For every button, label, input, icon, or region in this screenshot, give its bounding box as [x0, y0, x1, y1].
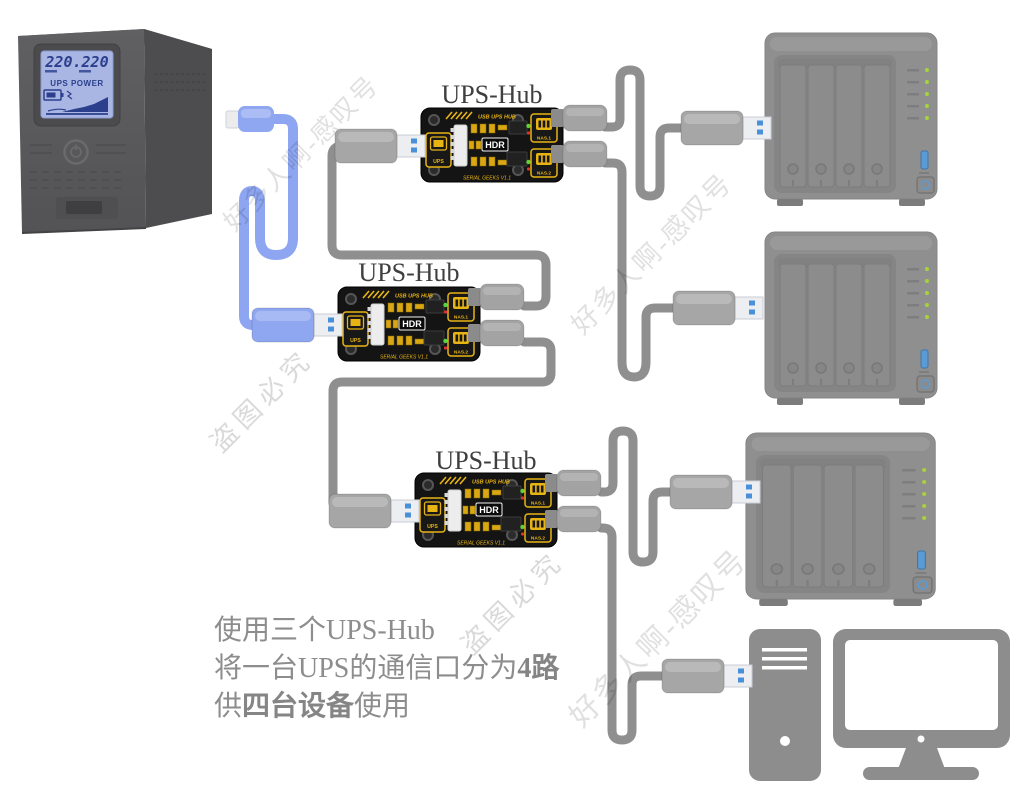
- usb-a-plug-top-hub-input: [334, 128, 426, 164]
- ups-hub-middle: [337, 286, 481, 362]
- ups-lcd: 220.220 UPS POWER: [33, 43, 121, 127]
- caption-line3: 供四台设备使用: [214, 688, 559, 726]
- ups-side-vents: [155, 72, 206, 92]
- cable-top-hub-to-nas2: [600, 158, 681, 382]
- lcd-title: UPS POWER: [50, 79, 103, 88]
- computer-tower: [749, 629, 821, 781]
- caption-line3-prefix: 供: [214, 691, 243, 722]
- ups-front-vents: [30, 144, 126, 189]
- ups-power-button: [63, 139, 89, 165]
- caption: 使用三个UPS-Hub 将一台UPS的通信口分为4路 供四台设备使用: [214, 612, 559, 726]
- ups-hub-bottom: [414, 472, 558, 548]
- ups-unit: 220.220 UPS POWER: [18, 29, 212, 234]
- desktop-computer: [749, 629, 1010, 781]
- usb-a-plug-nas1: [680, 110, 772, 146]
- cable-bottom-hub-to-computer: [596, 523, 670, 745]
- caption-line3-bold: 四台设备: [242, 691, 355, 722]
- lcd-battery-icon: [43, 89, 73, 101]
- usb-micro-plug-at-ups: [225, 106, 274, 132]
- nas-device-1: [764, 32, 938, 207]
- usb-a-plug-middle-hub-input-blue: [251, 307, 343, 343]
- cable-middle-hub-to-top-hub: [327, 141, 551, 311]
- usb-a-plug-bottom-hub-input: [328, 493, 420, 529]
- nas-device-3: [744, 431, 937, 608]
- hub-title-middle: UPS-Hub: [358, 258, 460, 287]
- caption-line2-bold: 4路: [517, 653, 560, 684]
- cable-bottom-hub-to-nas3: [596, 426, 678, 567]
- caption-line2-text: 将一台UPS的通信口分为: [214, 653, 518, 684]
- cable-top-hub-to-nas1: [600, 65, 689, 201]
- caption-line3-suffix: 使用: [354, 691, 411, 722]
- caption-line1: 使用三个UPS-Hub: [214, 615, 435, 646]
- computer-monitor: [833, 629, 1010, 780]
- lcd-load-graph: [46, 97, 108, 115]
- usb-a-plug-computer: [661, 658, 753, 694]
- usb-a-plug-nas2: [672, 290, 764, 326]
- hub-title-bottom: UPS-Hub: [435, 446, 537, 475]
- ups-hub-top: [420, 107, 564, 183]
- hub-title-top: UPS-Hub: [441, 80, 543, 109]
- ups-outlet: [56, 197, 118, 219]
- caption-line2: 将一台UPS的通信口分为4路: [214, 650, 559, 688]
- lcd-voltage-reading: 220.220: [44, 53, 108, 71]
- nas-device-2: [764, 231, 938, 406]
- cable-ups-to-middle-hub: [239, 114, 298, 330]
